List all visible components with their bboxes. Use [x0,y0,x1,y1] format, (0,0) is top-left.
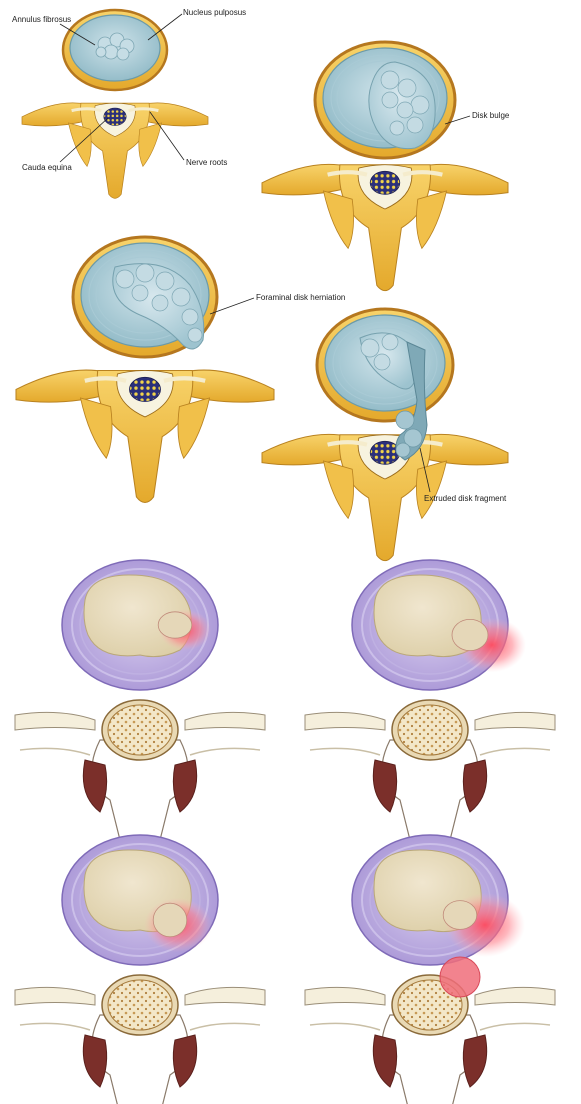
panel-disk-bulge [262,42,508,291]
panel-stage-2 [305,560,555,865]
bulge-label: Disk bulge [472,111,510,120]
cauda-label: Cauda equina [22,163,72,172]
nucleus-label: Nucleus pulposus [183,8,246,17]
roots-label: Nerve roots [186,158,227,167]
panel-stage-4 [305,835,555,1104]
panel-stage-1 [15,560,265,865]
panel-extruded-fragment [262,309,508,561]
panel-stage-3 [15,835,265,1104]
extruded-label: Extruded disk fragment [424,494,507,503]
foraminal-label: Foraminal disk herniation [256,293,345,302]
bottom-panels [15,560,555,1104]
panel-foraminal-herniation [16,237,274,502]
label-foraminal: Foraminal disk herniation [210,293,345,314]
annulus-label: Annulus fibrosus [12,15,71,24]
